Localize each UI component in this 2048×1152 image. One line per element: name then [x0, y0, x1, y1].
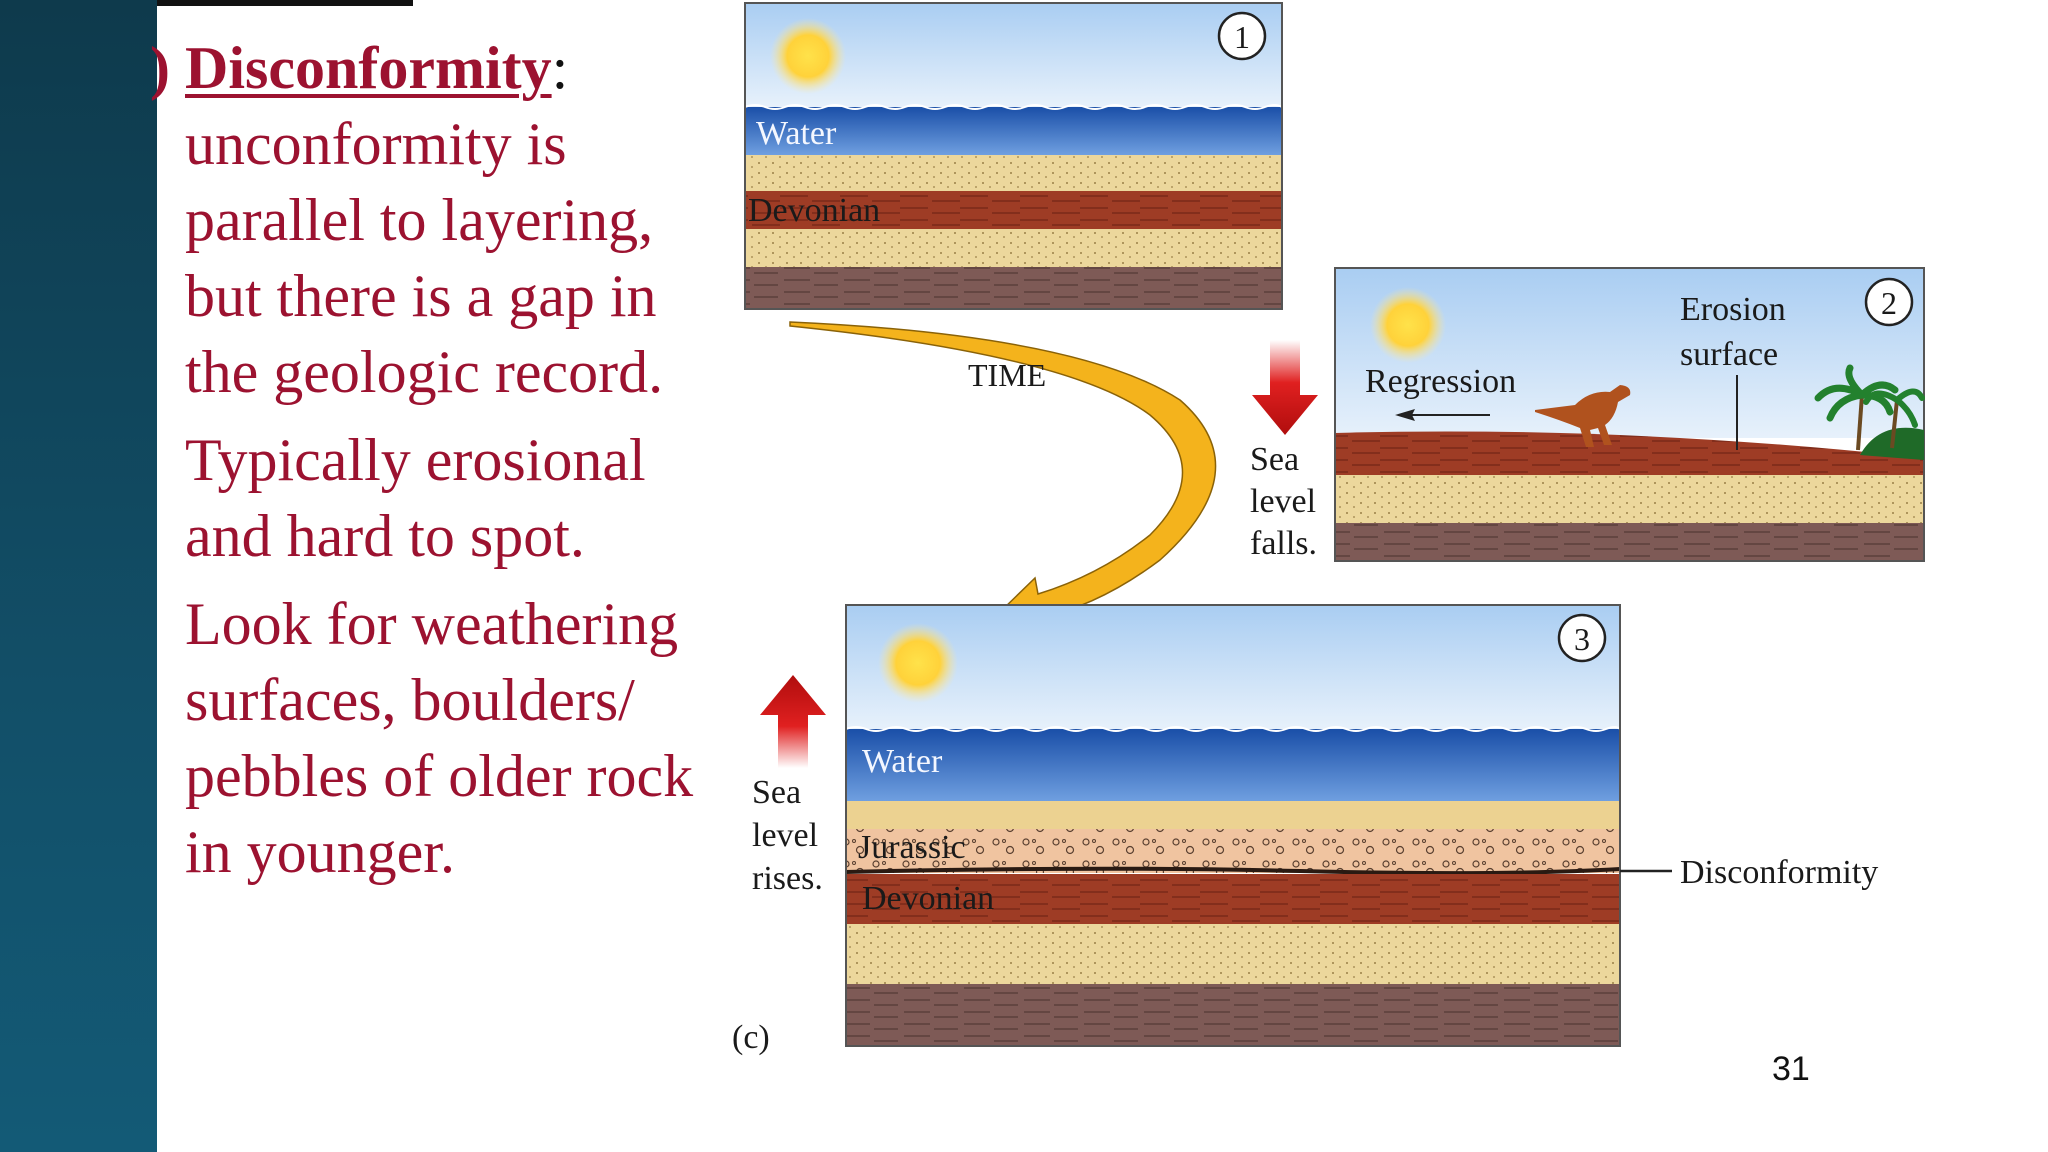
panel-3-devonian-layer [846, 874, 1620, 924]
panel-3-jurassic-layer [846, 829, 1620, 873]
panel-3: 3 Water Jurassic Devonian Disconformity [845, 604, 1878, 1047]
page-number: 31 [1772, 1050, 1810, 1088]
panel-2-basement [1335, 523, 1924, 561]
panel-1-devonian-label: Devonian [748, 192, 880, 229]
panel-1-sand-upper [745, 155, 1282, 191]
sea-rises-line3: rises. [752, 860, 823, 897]
time-arrow: TIME [789, 321, 1217, 634]
palm-trees-icon [1814, 364, 1925, 460]
panel-3-devonian-label: Devonian [862, 880, 994, 917]
panel-1-devonian-layer [745, 191, 1282, 229]
slide-text: Disconformity: unconformity is parallel … [185, 30, 725, 890]
panel-2-number: 2 [1881, 285, 1897, 321]
sea-level-rises: Sea level rises. [752, 675, 826, 897]
sea-falls-line1: Sea [1250, 441, 1299, 478]
sea-level-rises-arrow-icon [760, 675, 826, 768]
term-disconformity: Disconformity [185, 35, 552, 101]
sea-level-falls-arrow-icon [1252, 340, 1318, 435]
time-label: TIME [968, 357, 1046, 393]
panel-3-sand-layer [846, 924, 1620, 984]
disconformity-label: Disconformity [1680, 854, 1878, 891]
panel-1-water [745, 107, 1282, 155]
disconformity-line [845, 866, 1621, 876]
panel-3-number-badge [1557, 613, 1607, 663]
panel-3-young-sand [846, 801, 1620, 829]
panel-1-water-label: Water [756, 115, 837, 152]
sea-falls-line2: level [1250, 483, 1316, 520]
panel-1: 1 Water Devonian [744, 2, 1283, 310]
dinosaur-icon [1535, 385, 1631, 447]
panel-1-number: 1 [1234, 19, 1250, 55]
panel-2-sand-layer [1335, 475, 1924, 523]
part-label: (c) [732, 1019, 770, 1056]
regression-label: Regression [1365, 363, 1516, 400]
panel-3-basement [846, 984, 1620, 1046]
definition-paragraph: Disconformity: unconformity is parallel … [185, 30, 725, 410]
panel-3-water [846, 729, 1620, 801]
erosion-label-line2: surface [1680, 336, 1778, 373]
erosion-label-line1: Erosion [1680, 291, 1786, 328]
sea-rises-line2: level [752, 817, 818, 854]
panel-3-sun-icon [878, 623, 958, 703]
panel-2-erosion-surface [1335, 431, 1924, 475]
panel-2-sun-icon [1370, 287, 1446, 363]
bullet-marker: ) [150, 35, 170, 101]
panel-3-number: 3 [1574, 621, 1590, 657]
sea-rises-line1: Sea [752, 774, 801, 811]
panel-1-sand-lower [745, 229, 1282, 267]
sea-falls-line3: falls. [1250, 525, 1317, 562]
panel-2-number-badge [1864, 277, 1914, 327]
slide-side-bar [0, 0, 157, 1152]
erosional-paragraph: Typically erosional and hard to spot. [185, 427, 646, 569]
panel-1-number-badge [1217, 11, 1267, 61]
evidence-paragraph: Look for weathering surfaces, boulders/ … [185, 591, 694, 885]
panel-1-basement [745, 267, 1282, 309]
panel-3-water-label: Water [862, 743, 943, 780]
panel-3-jurassic-label: Jurassic [858, 829, 966, 866]
definition-text: unconformity is parallel to layering, bu… [185, 111, 664, 405]
panel-2: 2 Regression Erosion surface [1334, 267, 1925, 562]
term-colon: : [551, 35, 569, 101]
sea-level-falls: Sea level falls. [1250, 340, 1318, 562]
header-underline-fragment [157, 0, 413, 6]
panel-1-sun-icon [770, 18, 846, 94]
panel-3-sky [846, 605, 1620, 729]
